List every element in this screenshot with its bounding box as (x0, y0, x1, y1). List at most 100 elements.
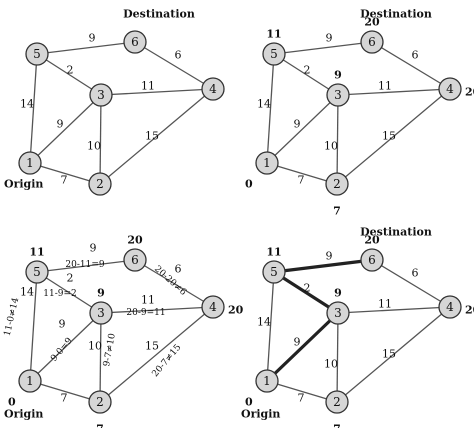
edge-2-4 (336, 306, 451, 403)
node-1: 1 (255, 151, 279, 175)
edge-5-6 (36, 259, 136, 273)
node-3: 3 (89, 301, 113, 325)
node-2-label: 2 (333, 395, 341, 409)
calc-label-4-6: 20-20≠6 (152, 264, 188, 298)
edge-weight-3-4: 11 (141, 294, 155, 307)
destination-label: Destination (360, 8, 432, 21)
edge-5-6 (273, 41, 373, 55)
node-6-label: 6 (368, 35, 376, 49)
node-4-circle (438, 295, 462, 319)
node-6-circle (123, 30, 147, 54)
calc-label-1-5: 11-0≠14 (3, 297, 22, 338)
edge-weight-4-6: 6 (412, 49, 419, 62)
calc-label-3-4: 20-9=11 (126, 308, 165, 318)
origin-label: Origin (4, 408, 43, 421)
edge-2-3 (99, 312, 102, 403)
node-1-label: 1 (26, 156, 34, 170)
edge-weight-1-5: 14 (257, 316, 271, 329)
edge-1-5 (266, 271, 275, 382)
edge-weight-3-4: 11 (141, 80, 155, 93)
node-4-label: 4 (446, 300, 454, 314)
node-3: 3 (326, 83, 350, 107)
panel-d: 7914101511296123456079201120DestinationO… (241, 226, 474, 428)
node-3-label: 3 (334, 306, 342, 320)
edge-2-4 (99, 88, 214, 185)
node-5-label: 5 (270, 265, 278, 279)
node-5-circle (262, 260, 286, 284)
edge-4-6 (371, 259, 451, 308)
node-4-label: 4 (209, 300, 217, 314)
node-3-label: 3 (97, 88, 105, 102)
node-5: 5 (25, 260, 49, 284)
edge-weight-2-3: 10 (324, 140, 338, 153)
edge-2-4 (336, 88, 451, 185)
node-4: 4 (201, 77, 225, 101)
edge-4-6 (371, 41, 451, 90)
distance-label-2: 7 (96, 423, 104, 428)
node-5-label: 5 (33, 265, 41, 279)
node-6-circle (360, 30, 384, 54)
node-2: 2 (88, 172, 112, 196)
node-3-label: 3 (97, 306, 105, 320)
node-4: 4 (438, 295, 462, 319)
edge-2-3 (99, 94, 102, 185)
edge-1-2 (266, 380, 338, 403)
edge-weight-4-6: 6 (175, 49, 182, 62)
edge-weight-3-5: 2 (67, 272, 74, 285)
edge-1-3 (29, 312, 102, 382)
edge-4-6 (134, 259, 214, 308)
node-3-circle (89, 83, 113, 107)
edge-1-2 (29, 162, 101, 185)
node-6: 6 (123, 30, 147, 54)
edge-3-5 (273, 270, 339, 315)
edge-3-5 (36, 271, 102, 314)
edge-weight-1-2: 7 (61, 174, 68, 187)
node-2-label: 2 (333, 177, 341, 191)
origin-label: Origin (241, 408, 280, 421)
distance-label-2: 7 (333, 205, 341, 218)
distance-label-1: 0 (8, 396, 16, 409)
distance-label-1: 0 (245, 178, 253, 191)
node-5-label: 5 (33, 47, 41, 61)
node-2-circle (88, 390, 112, 414)
calc-label-5-6: 20-11=9 (65, 260, 104, 270)
edge-3-4 (337, 306, 451, 314)
edge-weight-1-2: 7 (61, 392, 68, 405)
node-2-circle (325, 390, 349, 414)
edge-weight-1-3: 9 (294, 118, 301, 131)
node-3: 3 (326, 301, 350, 325)
node-2-circle (325, 172, 349, 196)
edge-weight-2-4: 15 (145, 130, 159, 143)
node-2: 2 (88, 390, 112, 414)
node-1: 1 (18, 151, 42, 175)
distance-label-6: 20 (127, 234, 143, 247)
node-5-circle (262, 42, 286, 66)
node-5-circle (25, 42, 49, 66)
edge-weight-3-4: 11 (378, 298, 392, 311)
distance-label-6: 20 (364, 234, 380, 247)
distance-label-5: 11 (29, 246, 44, 259)
calc-label-2-3: 9-7≠10 (102, 332, 118, 367)
edge-weight-3-5: 2 (67, 64, 74, 77)
node-1-circle (18, 151, 42, 175)
node-6-label: 6 (368, 253, 376, 267)
edge-weight-5-6: 9 (326, 32, 333, 45)
distance-label-2: 7 (333, 423, 341, 428)
node-1-label: 1 (26, 374, 34, 388)
node-1: 1 (18, 369, 42, 393)
node-4-circle (201, 77, 225, 101)
edge-weight-1-3: 9 (57, 118, 64, 131)
edge-1-3 (265, 311, 340, 383)
distance-label-4: 20 (465, 86, 474, 99)
distance-label-3: 9 (334, 287, 342, 300)
edge-weight-3-5: 2 (304, 282, 311, 295)
edge-weight-1-5: 14 (20, 98, 34, 111)
edge-5-6 (273, 258, 373, 274)
edge-weight-2-4: 15 (382, 130, 396, 143)
distance-label-3: 9 (97, 287, 105, 300)
node-6-label: 6 (131, 253, 139, 267)
distance-label-1: 0 (245, 396, 253, 409)
